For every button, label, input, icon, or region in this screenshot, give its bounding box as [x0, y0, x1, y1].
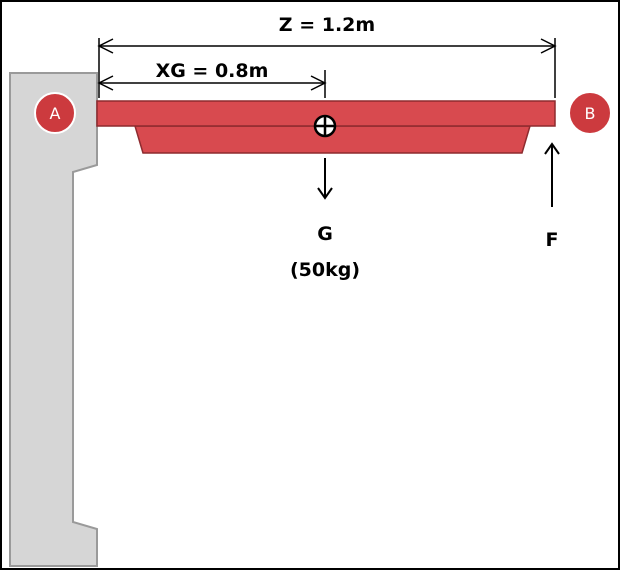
point-a-marker: A — [34, 92, 76, 134]
force-label: F — [546, 229, 559, 251]
xg-dimension — [97, 70, 327, 98]
z-dimension-label: Z = 1.2m — [279, 14, 375, 36]
arrow-up-icon — [544, 142, 560, 207]
weight-mass-label: (50kg) — [290, 259, 360, 281]
arrow-down-icon — [317, 158, 333, 200]
point-b-marker: B — [568, 91, 612, 135]
circle-plus-icon — [313, 114, 337, 138]
z-dimension — [97, 38, 557, 98]
xg-dimension-label: XG = 0.8m — [156, 60, 269, 82]
point-a-label: A — [50, 104, 61, 123]
point-b-label: B — [585, 104, 596, 123]
weight-label: G — [317, 223, 333, 245]
